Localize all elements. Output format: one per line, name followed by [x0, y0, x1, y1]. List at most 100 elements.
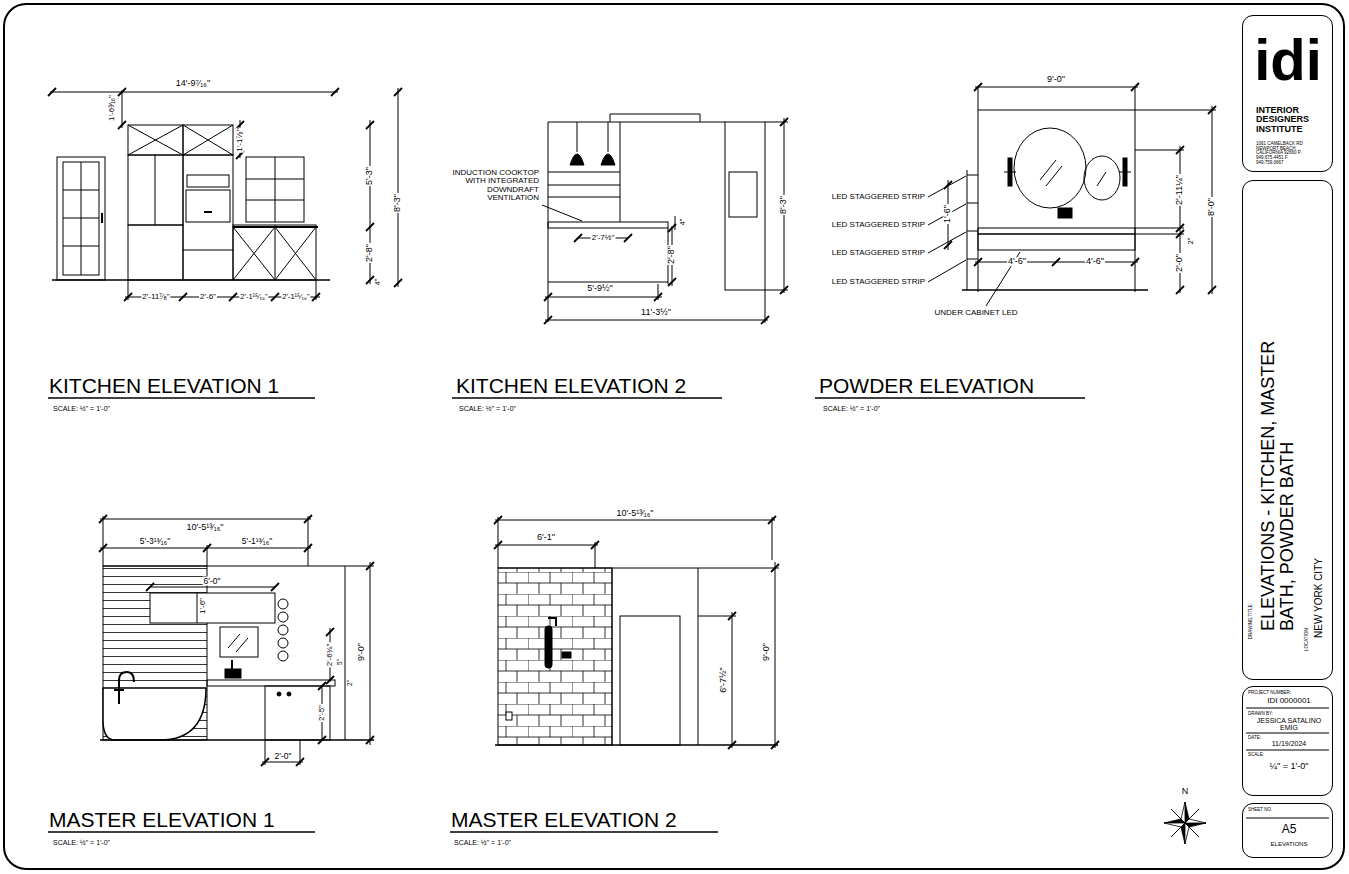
view-title: MASTER ELEVATION 1 — [48, 809, 276, 831]
dimension-text: 14'-9⁷⁄₁₆" — [175, 79, 211, 88]
kitchen-elevation-1 — [122, 90, 123, 128]
master-elevation-1 — [114, 689, 124, 691]
powder-elevation — [1135, 110, 1216, 111]
kitchen-elevation-1 — [246, 200, 304, 201]
master-elevation-2 — [612, 568, 613, 745]
powder-elevation — [962, 289, 1148, 291]
dimension-text: 2'-5" — [318, 704, 326, 722]
kitchen-elevation-1 — [183, 155, 233, 280]
dimension-text: 9'-0" — [357, 642, 366, 662]
scale-note: SCALE: ½" = 1'-0" — [458, 405, 517, 412]
kitchen-elevation-1 — [204, 211, 212, 213]
kitchen-elevation-2 — [544, 293, 552, 301]
kitchen-elevation-1 — [366, 276, 374, 284]
kitchen-elevation-2 — [608, 122, 609, 152]
kitchen-elevation-1 — [271, 293, 279, 301]
master-elevation-2 — [698, 568, 699, 745]
powder-elevation — [1135, 150, 1184, 151]
scale-note: SCALE: ½" = 1'-0" — [52, 405, 111, 412]
kitchen-elevation-2 — [780, 286, 788, 294]
title-block-text: ELEVATIONS — [1271, 841, 1308, 847]
master-elevation-1 — [99, 515, 107, 523]
powder-elevation — [978, 228, 1135, 234]
master-elevation-1 — [370, 562, 371, 745]
master-elevation-1 — [304, 515, 312, 523]
master-elevation-2 — [772, 517, 773, 560]
master-elevation-1 — [345, 566, 346, 740]
master-elevation-1 — [318, 682, 326, 690]
north-arrow — [1164, 802, 1206, 844]
dimension-text: 5'-3¹³⁄₁₆" — [139, 537, 171, 546]
powder-elevation — [967, 231, 978, 232]
dimension-text: 4'-6" — [1085, 257, 1105, 266]
master-elevation-2 — [494, 541, 502, 549]
master-elevation-1 — [225, 669, 241, 678]
master-elevation-1 — [326, 628, 334, 636]
dimension-text: 2" — [347, 679, 354, 687]
dimension-text: 2'-7½" — [591, 234, 616, 242]
logo-box: idiINTERIOR DESIGNERS INSTITUTE1061 CAME… — [1242, 15, 1333, 172]
master-elevation-2 — [698, 568, 779, 569]
kitchen-elevation-1 — [48, 397, 315, 399]
kitchen-elevation-1 — [48, 88, 56, 96]
dimension-text: 5'-1¹³⁄₁₆" — [241, 537, 273, 546]
kitchen-elevation-1 — [233, 226, 318, 228]
kitchen-elevation-1 — [101, 213, 103, 223]
title-block-rules — [1246, 708, 1329, 709]
scale-note: SCALE: ½" = 1'-0" — [52, 839, 111, 846]
kitchen-elevation-1 — [118, 121, 126, 129]
dimension-text: 9'-0" — [762, 642, 771, 662]
powder-elevation — [974, 258, 982, 266]
title-block-text: DRAWING TITLE: — [1249, 603, 1254, 639]
title-block-text: ELEVATIONS - KITCHEN, MASTER BATH, POWDE… — [1259, 301, 1297, 631]
kitchen-elevation-1 — [398, 88, 399, 287]
title-block-text: ¼" = 1'-0" — [1270, 762, 1309, 771]
kitchen-elevation-2 — [668, 224, 676, 232]
view-title: POWDER ELEVATION — [818, 375, 1035, 397]
master-elevation-1 — [99, 515, 374, 766]
powder-elevation — [1131, 83, 1139, 91]
master-elevation-2 — [591, 541, 599, 549]
view-title: KITCHEN ELEVATION 1 — [48, 375, 280, 397]
annotation: LED STAGGERED STRIP — [831, 278, 926, 286]
dimension-text: 4" — [679, 218, 686, 226]
drawing-title-box: DRAWING TITLE: ELEVATIONS - KITCHEN, MAST… — [1242, 180, 1333, 680]
master-elevation-2 — [728, 612, 736, 620]
powder-elevation — [815, 83, 1216, 398]
dimension-text: 1'-6³⁄₁₆" — [108, 94, 116, 122]
title-block-text: IDI 0000001 — [1267, 697, 1311, 705]
kitchen-elevation-1 — [63, 162, 99, 275]
sheet-number-box: SHEET NO.A5ELEVATIONS — [1242, 803, 1333, 858]
master-elevation-1 — [366, 736, 374, 744]
kitchen-elevation-2 — [545, 320, 768, 321]
master-elevation-2 — [775, 562, 776, 748]
powder-elevation — [1052, 258, 1060, 266]
master-elevation-1 — [296, 758, 304, 766]
master-elevation-1 — [103, 516, 104, 566]
powder-elevation — [1208, 106, 1216, 114]
dimension-text: 10'-5¹³⁄₁₆" — [185, 523, 224, 532]
view-title: MASTER ELEVATION 2 — [450, 809, 678, 831]
master-elevation-1 — [278, 651, 288, 661]
north-arrow — [1185, 823, 1199, 837]
master-elevation-1 — [262, 762, 303, 763]
powder-elevation — [978, 110, 1135, 111]
powder-elevation — [928, 260, 966, 282]
kitchen-elevation-2 — [620, 122, 621, 222]
kitchen-elevation-1 — [394, 88, 402, 96]
kitchen-elevation-2 — [601, 154, 615, 165]
kitchen-elevation-1 — [394, 279, 402, 287]
master-elevation-1 — [197, 593, 198, 623]
kitchen-elevation-2 — [570, 154, 584, 165]
kitchen-elevation-2 — [548, 172, 620, 173]
kitchen-elevation-2 — [780, 118, 788, 126]
kitchen-elevation-1 — [233, 227, 316, 280]
master-elevation-2 — [495, 520, 775, 521]
kitchen-elevation-1 — [275, 157, 276, 222]
master-elevation-2 — [495, 545, 598, 546]
kitchen-elevation-2 — [729, 172, 757, 217]
master-elevation-1 — [99, 544, 107, 552]
dimension-text: 2" — [1187, 237, 1194, 245]
annotation: INDUCTION COOKTOP WITH INTEGRATED DOWNDR… — [446, 169, 540, 203]
master-elevation-2 — [620, 616, 680, 745]
